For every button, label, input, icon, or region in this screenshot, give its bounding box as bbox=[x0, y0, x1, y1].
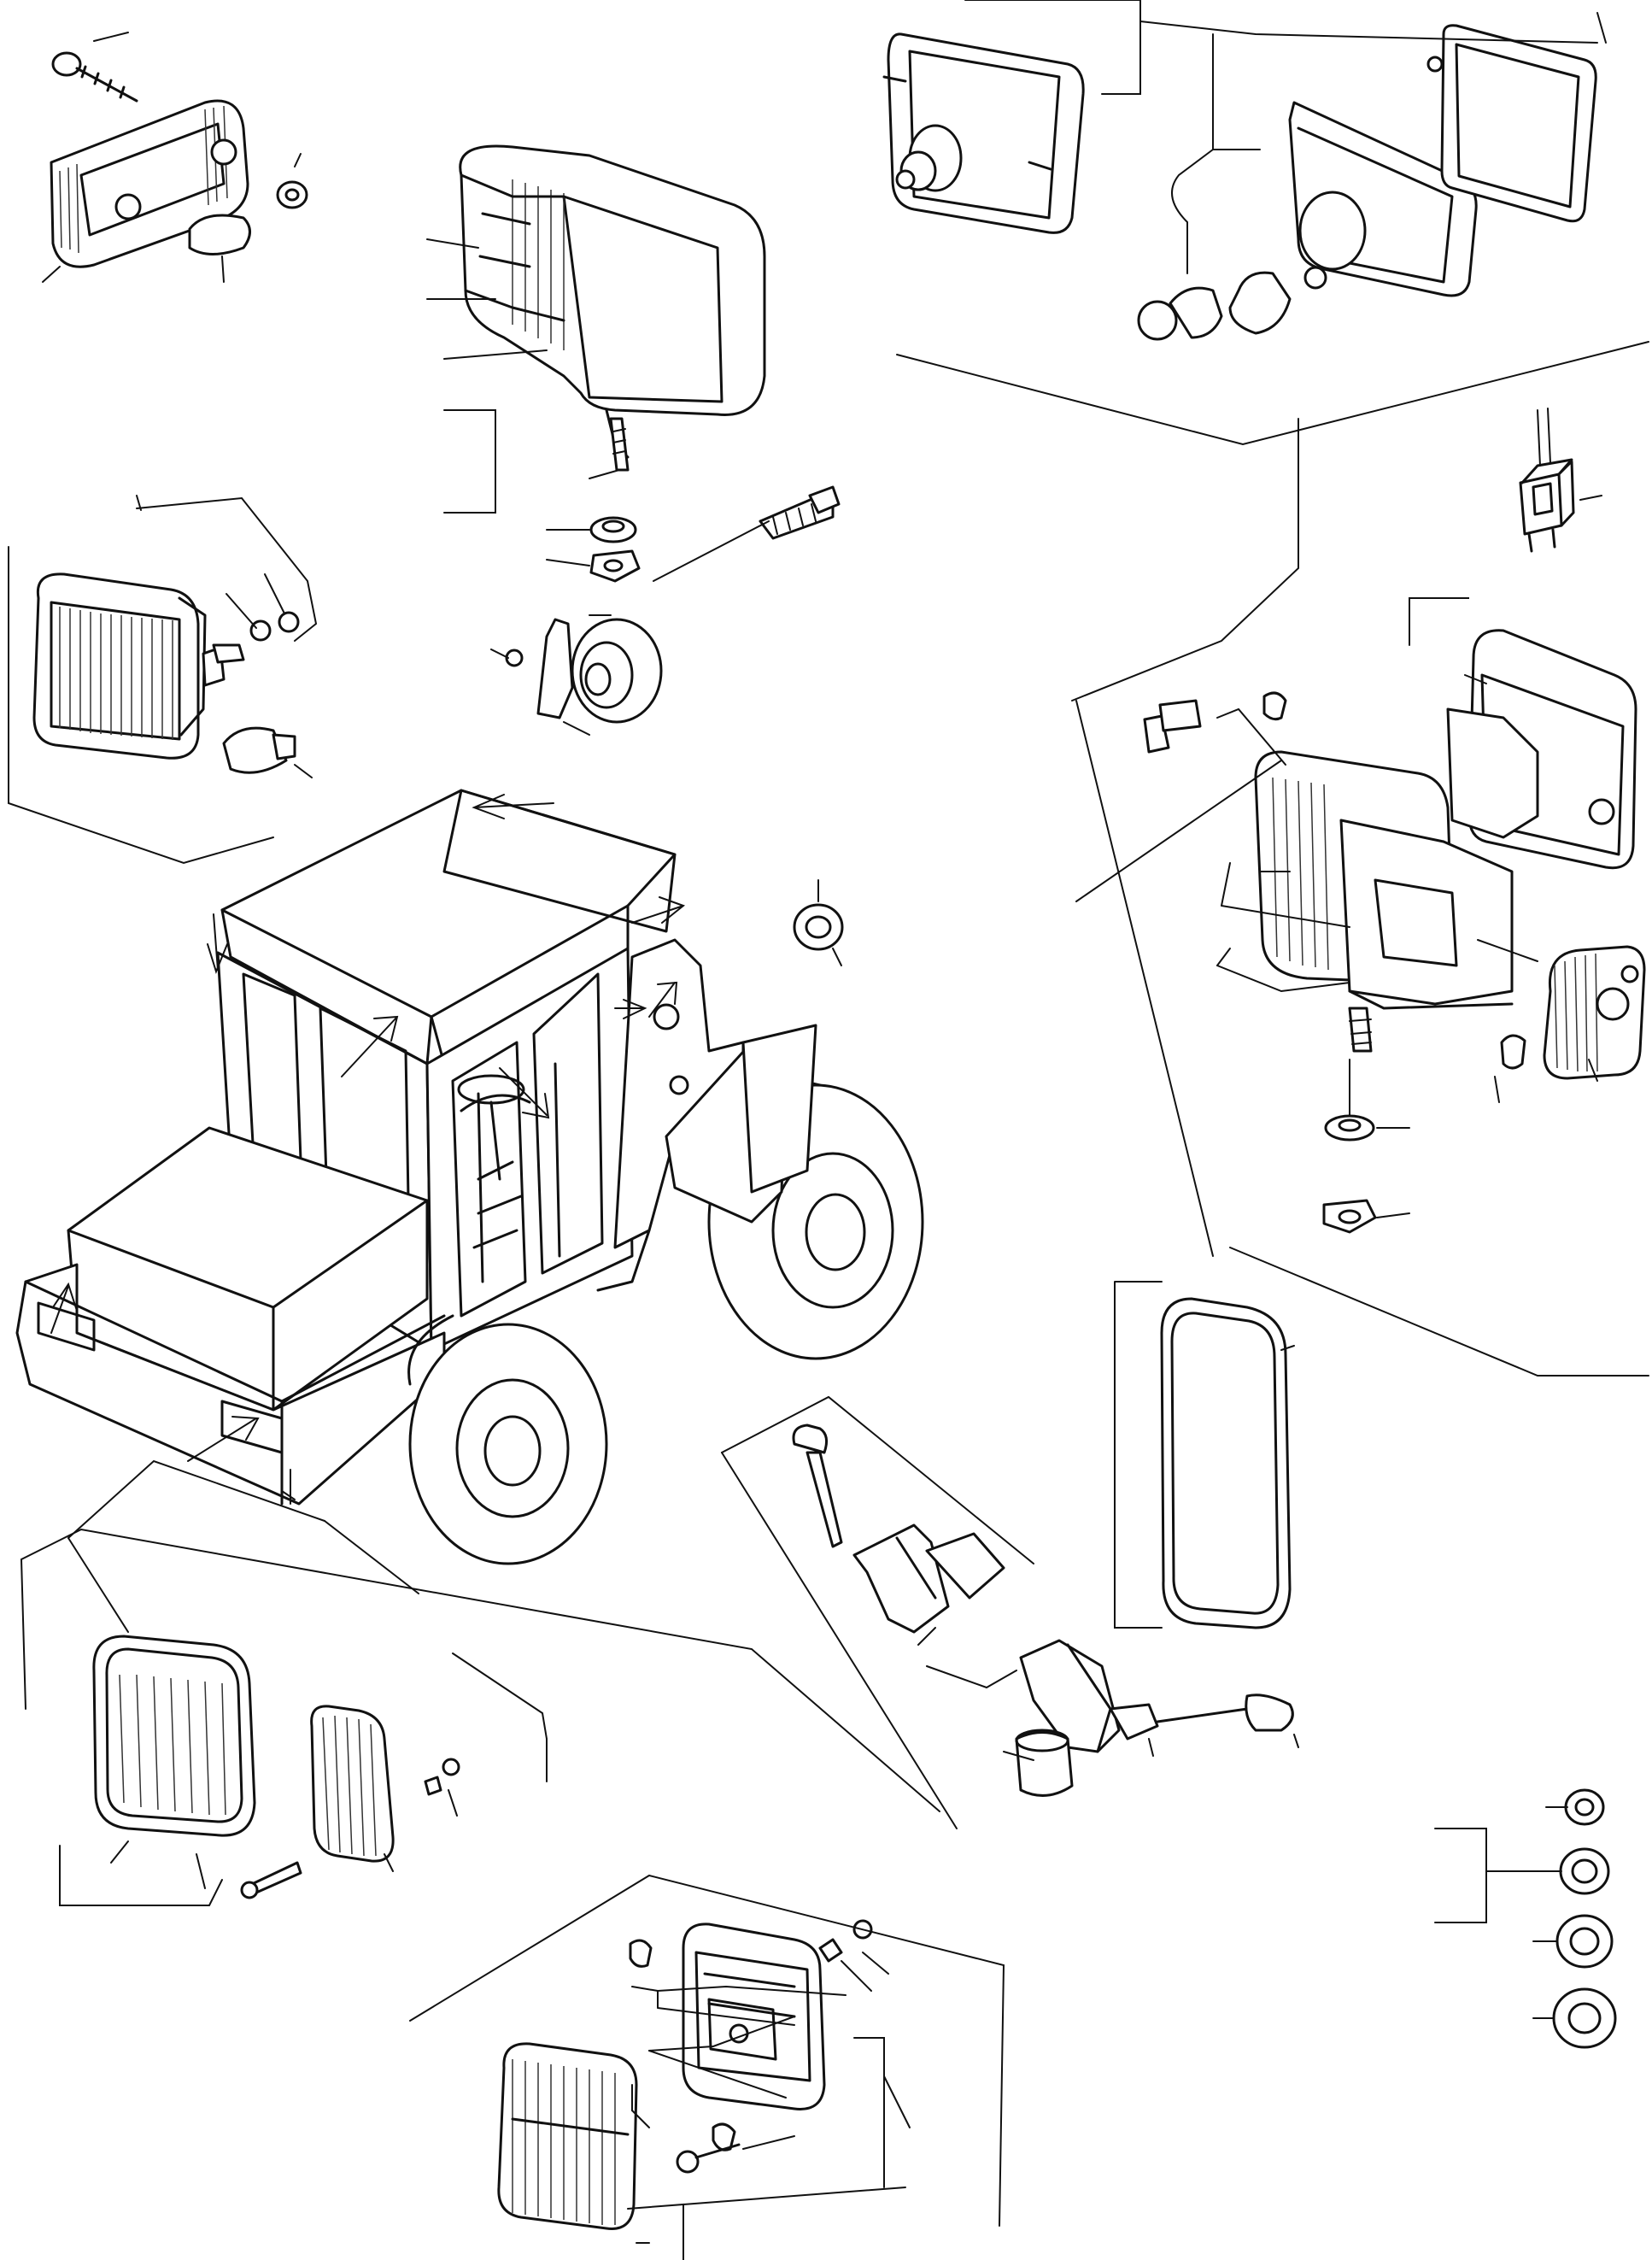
rear-combination-lamp[interactable] bbox=[409, 1874, 1005, 2260]
relay[interactable] bbox=[1519, 408, 1602, 553]
rear-work-lamp[interactable] bbox=[8, 495, 318, 865]
screw bbox=[51, 51, 138, 103]
grommet-small bbox=[793, 879, 844, 966]
loader-machine[interactable] bbox=[15, 789, 924, 1565]
headlamp-pair[interactable] bbox=[882, 0, 1649, 446]
bulb bbox=[188, 214, 251, 255]
cab-front-work-lamp[interactable] bbox=[426, 144, 766, 514]
cab-roof-lamp-assembly[interactable] bbox=[1071, 418, 1649, 1377]
cab-side-marker-lamp[interactable] bbox=[42, 32, 308, 283]
horn-and-fasteners[interactable] bbox=[490, 485, 841, 736]
rear-view-mirror[interactable] bbox=[1114, 1281, 1295, 1629]
rubber-grommets[interactable] bbox=[1434, 1788, 1617, 2049]
rear-tail-lamps[interactable] bbox=[21, 1459, 940, 1906]
combination-switch[interactable] bbox=[721, 1395, 1299, 1829]
